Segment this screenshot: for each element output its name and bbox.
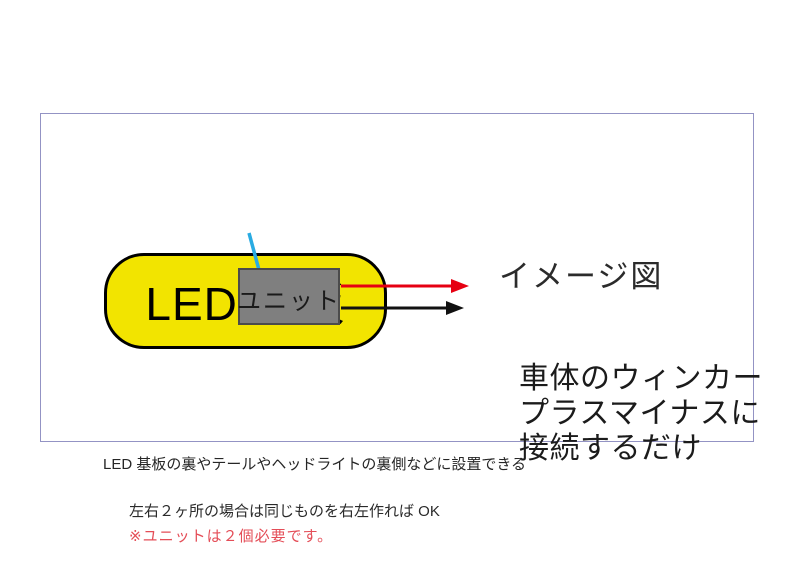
diagram-frame: LED 基板 イメージ図 車体のウィンカー プラスマイナスに 接続するだけ LE…	[40, 113, 763, 545]
destination-text: 車体のウィンカー プラスマイナスに 接続するだけ	[519, 361, 763, 466]
unit-node: ユニット	[237, 268, 341, 325]
destination-line-1: 車体のウィンカー	[519, 362, 763, 395]
unit-label: ユニット	[237, 288, 341, 315]
note-text: 左右２ヶ所の場合は同じものを右左作れば OK	[129, 503, 440, 520]
warning-text: ※ユニットは２個必要です。	[129, 528, 334, 545]
diagram-title: イメージ図	[499, 259, 664, 294]
caption-text: LED 基板の裏やテールやヘッドライトの裏側などに設置できる	[103, 456, 527, 473]
destination-line-3: 接続するだけ	[519, 432, 702, 465]
destination-line-2: プラスマイナスに	[519, 397, 761, 430]
